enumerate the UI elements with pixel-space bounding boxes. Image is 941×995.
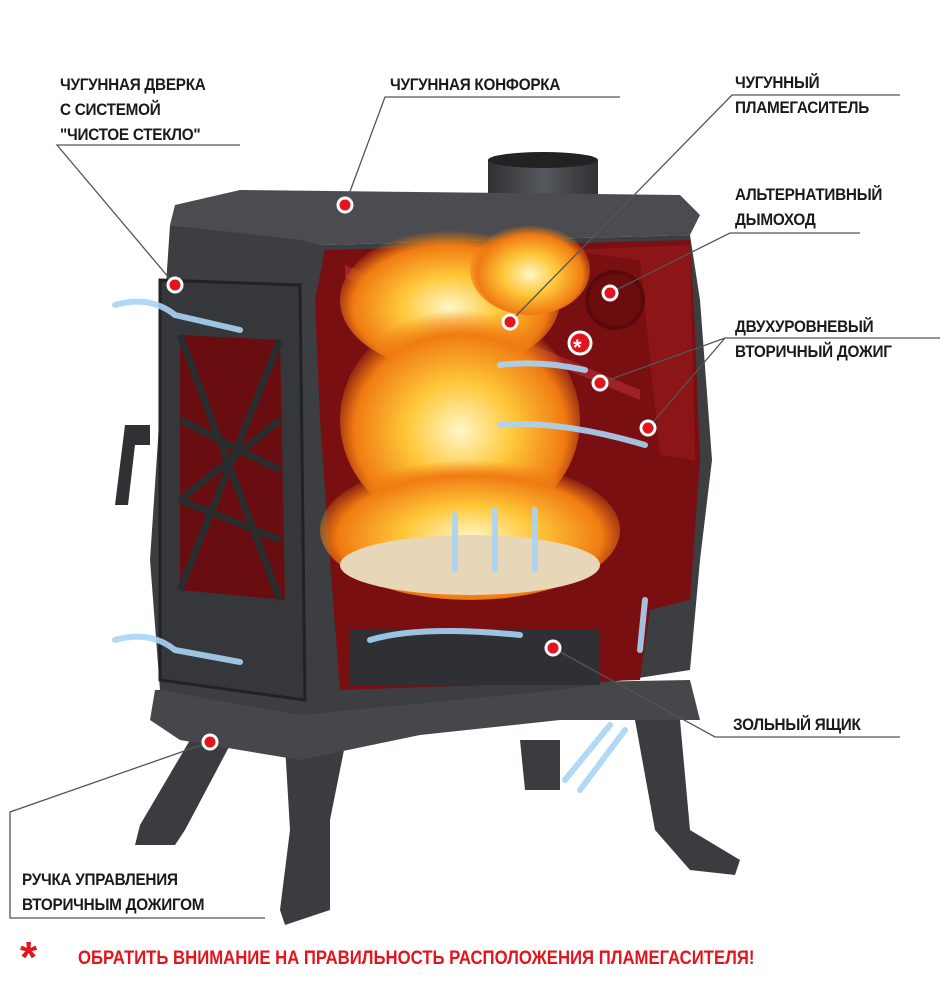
stove-door [115,278,307,702]
label-alt-chimney: АЛЬТЕРНАТИВНЫЙ ДЫМОХОД [735,182,882,232]
label-line: "ЧИСТОЕ СТЕКЛО" [60,125,201,144]
label-ash-box: ЗОЛЬНЫЙ ЯЩИК [733,715,861,734]
marker-dots [166,196,657,751]
air-flow-arrows [112,298,648,793]
label-line: ДЫМОХОД [735,210,816,229]
label-burn-control: РУЧКА УПРАВЛЕНИЯ ВТОРИЧНЫМ ДОЖИГОМ [22,867,205,917]
label-door: ЧУГУННАЯ ДВЕРКА С СИСТЕМОЙ "ЧИСТОЕ СТЕКЛ… [60,72,206,147]
stove-legs [135,720,740,925]
stove-top [170,190,700,245]
leader-lines [9,94,940,919]
warning-text: ОБРАТИТЬ ВНИМАНИЕ НА ПРАВИЛЬНОСТЬ РАСПОЛ… [78,948,755,969]
label-hotplate: ЧУГУННАЯ КОНФОРКА [390,75,561,94]
label-line: ЧУГУННАЯ ДВЕРКА [60,75,206,94]
label-secondary-burn: ДВУХУРОВНЕВЫЙ ВТОРИЧНЫЙ ДОЖИГ [735,314,892,364]
fire [320,225,620,600]
asterisk-icon: * [20,933,38,982]
damper-warning-marker: * [573,335,582,360]
label-line: С СИСТЕМОЙ [60,100,161,119]
label-line: АЛЬТЕРНАТИВНЫЙ [735,185,883,204]
ash-box [350,630,600,685]
label-line: ВТОРИЧНЫМ ДОЖИГОМ [22,895,205,914]
label-line: ДВУХУРОВНЕВЫЙ [735,317,874,336]
label-line: ЧУГУННЫЙ [735,73,820,92]
label-line: ПЛАМЕГАСИТЕЛЬ [735,98,869,117]
label-line: ВТОРИЧНЫЙ ДОЖИГ [735,342,892,361]
label-flame-damper: ЧУГУННЫЙ ПЛАМЕГАСИТЕЛЬ [735,70,869,120]
label-line: РУЧКА УПРАВЛЕНИЯ [22,870,178,889]
